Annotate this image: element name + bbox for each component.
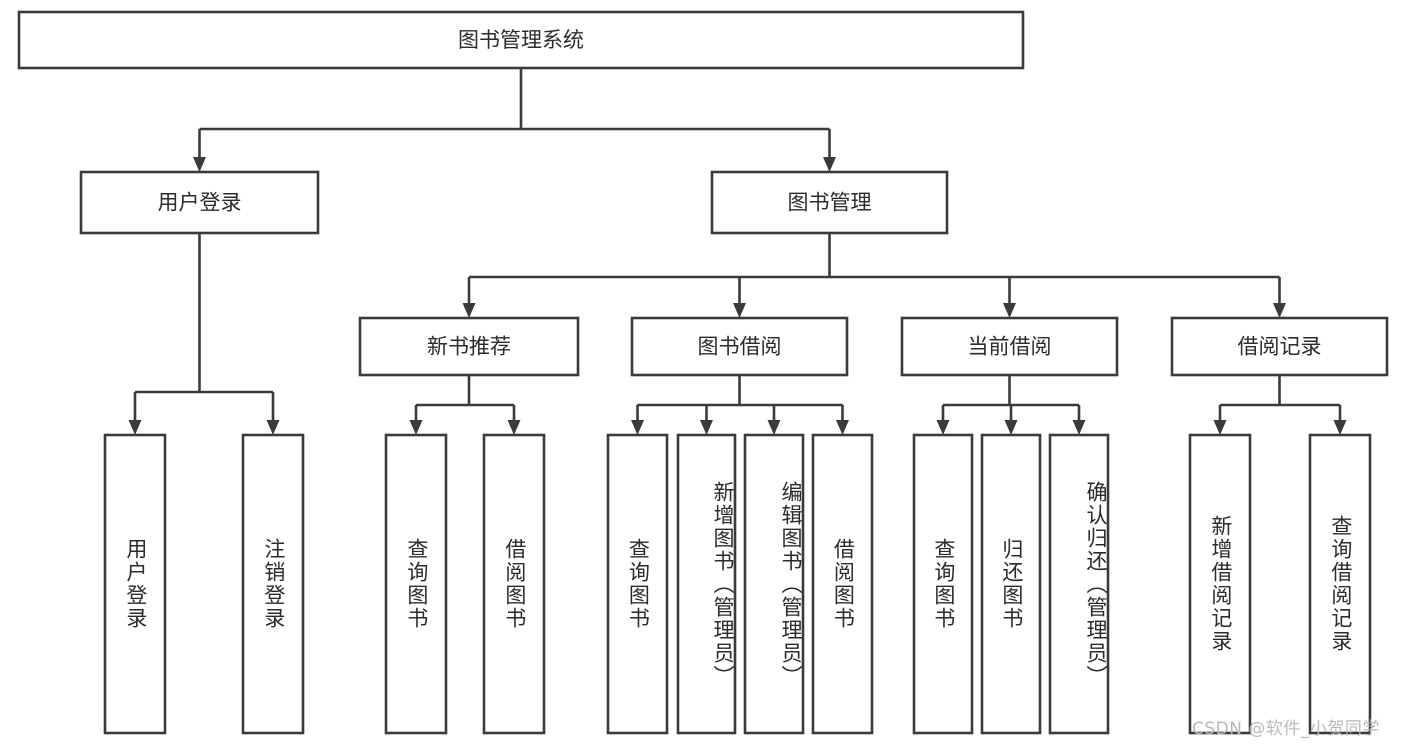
arrow-head-current-borrow xyxy=(1003,303,1016,318)
node-label-book-manage: 图书管理 xyxy=(788,191,872,215)
arrow-head-user-login xyxy=(193,157,206,172)
node-box-new-book-rec[interactable] xyxy=(358,316,580,377)
node-box-book-borrow[interactable] xyxy=(630,316,849,377)
node-box-layer xyxy=(17,10,1389,735)
arrow-head-book-manage xyxy=(823,157,836,172)
arrow-head-leaf-add-record xyxy=(1213,420,1227,435)
arrow-head-leaf-query-record xyxy=(1333,420,1347,435)
node-box-leaf-query-book-3[interactable] xyxy=(912,433,974,735)
node-box-leaf-logout[interactable] xyxy=(241,433,305,735)
node-box-leaf-borrow-book-2[interactable] xyxy=(811,433,874,735)
node-label-book-borrow: 图书借阅 xyxy=(698,335,782,359)
node-box-leaf-return-book[interactable] xyxy=(980,433,1042,735)
arrow-head-leaf-logout xyxy=(266,420,280,435)
node-label-new-book-rec: 新书推荐 xyxy=(427,335,511,359)
arrow-head-leaf-edit-book xyxy=(767,420,781,435)
node-box-leaf-confirm-return[interactable] xyxy=(1048,433,1110,735)
arrow-head-new-book-rec xyxy=(462,303,476,318)
node-box-leaf-user-login[interactable] xyxy=(103,433,167,735)
node-box-leaf-edit-book[interactable] xyxy=(743,433,805,735)
connector-layer xyxy=(128,68,1347,435)
arrow-head-leaf-query-book-3 xyxy=(936,420,950,435)
node-box-current-borrow[interactable] xyxy=(900,316,1119,377)
node-box-leaf-add-book[interactable] xyxy=(676,433,737,735)
arrow-head-leaf-confirm-return xyxy=(1072,420,1086,435)
arrow-head-leaf-query-book-2 xyxy=(631,420,644,435)
arrow-head-book-borrow xyxy=(733,303,746,318)
csdn-watermark: CSDN @软件_小贺同学 xyxy=(1192,719,1380,739)
node-box-root[interactable] xyxy=(17,10,1025,70)
node-label-borrow-record: 借阅记录 xyxy=(1238,335,1322,359)
node-label-user-login: 用户登录 xyxy=(158,191,242,215)
arrow-head-leaf-return-book xyxy=(1004,420,1018,435)
arrow-head-borrow-record xyxy=(1273,303,1286,318)
arrow-head-leaf-borrow-book-1 xyxy=(507,420,521,435)
node-box-borrow-record[interactable] xyxy=(1170,316,1389,377)
node-box-book-manage[interactable] xyxy=(710,170,949,235)
node-box-leaf-query-record[interactable] xyxy=(1308,433,1372,735)
node-box-leaf-query-book-2[interactable] xyxy=(606,433,669,735)
arrow-head-leaf-add-book xyxy=(700,420,713,435)
node-box-leaf-add-record[interactable] xyxy=(1188,433,1252,735)
node-label-root: 图书管理系统 xyxy=(458,28,584,52)
node-label-current-borrow: 当前借阅 xyxy=(968,335,1052,359)
node-box-leaf-borrow-book-1[interactable] xyxy=(482,433,546,735)
arrow-head-leaf-query-book-1 xyxy=(409,420,423,435)
arrow-head-leaf-user-login xyxy=(128,420,142,435)
arrow-head-leaf-borrow-book-2 xyxy=(836,420,849,435)
node-box-leaf-query-book-1[interactable] xyxy=(384,433,448,735)
node-box-user-login[interactable] xyxy=(79,170,320,235)
